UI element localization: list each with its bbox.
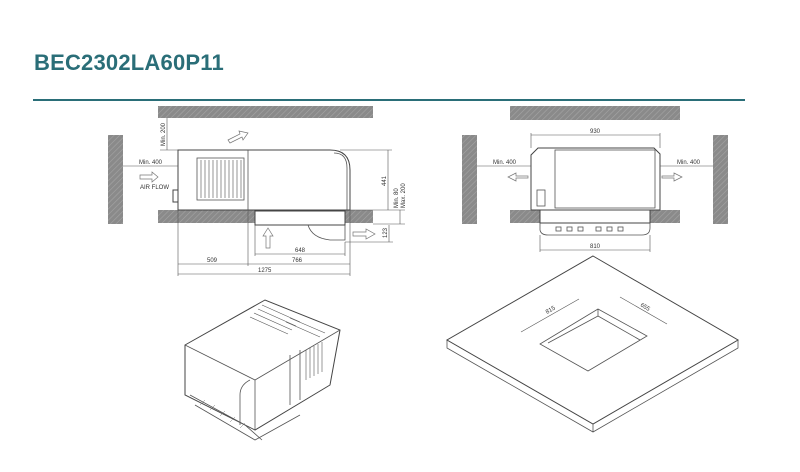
airflow-arrow-icon: [262, 227, 274, 249]
ceiling-cutout-view: 815 655: [445, 255, 739, 433]
airflow-arrow-icon: [507, 172, 529, 182]
airflow-arrow-icon: [227, 130, 249, 144]
dim-648: 648: [295, 248, 306, 254]
dim-1275: 1275: [258, 268, 272, 274]
dim-815: 815: [545, 305, 557, 316]
floor-slab-right: [345, 210, 373, 223]
dim-max-200: Max. 200: [401, 183, 407, 208]
dim-509: 509: [207, 258, 218, 264]
title-divider: [33, 99, 745, 101]
side-view: AIR FLOW Min. 200 Min. 400 441 Min. 80 M…: [108, 106, 407, 276]
left-wall: [108, 135, 123, 224]
dim-min-400: Min. 400: [139, 160, 163, 166]
dim-min-200: Min. 200: [161, 122, 167, 146]
dim-766: 766: [292, 258, 303, 264]
dim-810: 810: [590, 244, 601, 250]
unit-body: [177, 149, 351, 211]
right-wall: [713, 135, 728, 224]
dim-min-80: Min. 80: [394, 188, 400, 208]
dim-123: 123: [383, 227, 389, 238]
evaporator-box: [254, 210, 346, 226]
dim-min-400-left: Min. 400: [493, 160, 517, 166]
dim-930: 930: [590, 129, 601, 135]
airflow-arrow-icon: [352, 228, 376, 240]
floor-slab-left: [158, 210, 255, 223]
dim-min-400-right: Min. 400: [677, 160, 701, 166]
air-flow-label: AIR FLOW: [140, 185, 169, 191]
dim-655: 655: [639, 303, 651, 314]
evaporator-box: [539, 209, 651, 224]
condenser-grille: [196, 157, 245, 201]
floor-slab-left: [510, 210, 540, 223]
ceiling: [158, 106, 373, 118]
left-wall: [462, 135, 477, 224]
front-view: 930 Min. 400 Min. 400 810: [462, 106, 728, 252]
airflow-arrow-icon: [139, 171, 159, 183]
dim-441: 441: [382, 175, 388, 186]
cutout-opening: [539, 308, 648, 372]
ceiling: [510, 106, 680, 120]
isometric-unit: [184, 299, 341, 441]
floor-slab-right: [650, 210, 680, 223]
unit-body: [530, 147, 661, 211]
airflow-arrow-icon: [661, 172, 683, 182]
page-title: BEC2302LA60P11: [34, 50, 224, 75]
